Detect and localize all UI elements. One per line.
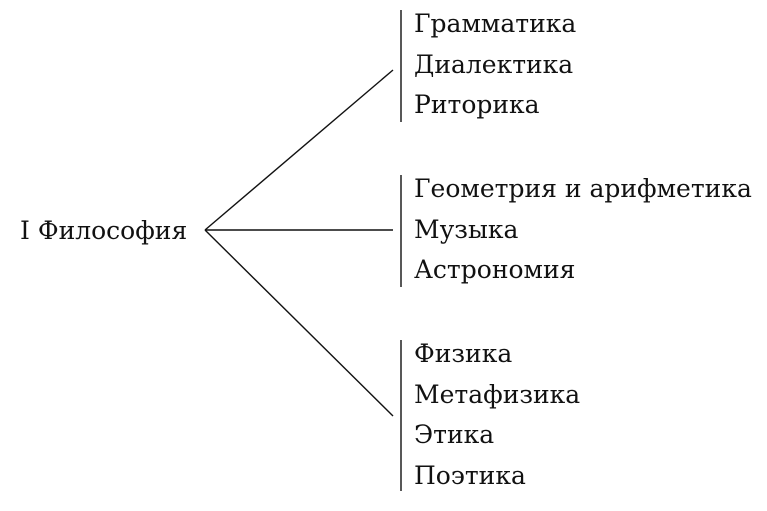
root-label: I Философия [20,216,188,245]
group-item: Риторика [414,90,540,119]
group-philosophy-branches: Физика Метафизика Этика Поэтика [414,334,580,496]
group-quadrivium: Геометрия и арифметика Музыка Астрономия [414,169,752,291]
group-trivium: Грамматика Диалектика Риторика [414,4,576,126]
group-item: Метафизика [414,379,581,409]
group-item: Астрономия [414,255,576,284]
group-item: Геометрия и арифметика [414,174,752,203]
branch-line-1 [204,69,394,231]
group-item: Грамматика [414,9,577,38]
group-item: Диалектика [414,49,574,79]
group-item: Поэтика [414,460,526,490]
group-item: Музыка [414,214,519,244]
group-item: Этика [414,420,495,449]
group-item: Физика [414,339,513,368]
branch-line-3 [204,229,394,417]
